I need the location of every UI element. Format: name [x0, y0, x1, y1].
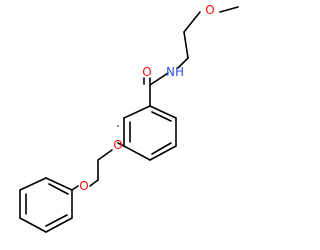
structure-diagram: O O NH O O: [0, 0, 250, 250]
bond-ring1-c: [149, 145, 177, 161]
bond-ring2-d: [19, 217, 47, 233]
bond-ether-ch2: [97, 149, 113, 161]
bond-ring2-b: [19, 177, 47, 191]
atom-label-amide-nh: NH: [166, 65, 184, 79]
bond-ring2-a-inner: [48, 183, 69, 195]
bond-ch2-o-b: [89, 179, 99, 187]
atom-label-aryl-ether-o: O: [113, 138, 122, 152]
bond-ring1-c-inner: [151, 142, 172, 155]
bond-ring1-f: [123, 105, 151, 119]
atom-label-layer: O O NH O O: [79, 3, 214, 193]
bond-ring2-e-inner: [45, 214, 68, 227]
bond-o-phenyl: [71, 185, 79, 191]
atom-label-methoxy-o: O: [205, 3, 214, 17]
bond-ch3-o: [219, 6, 239, 13]
bond-ring1-a: [149, 105, 177, 119]
bond-ch2-n: [177, 57, 189, 69]
bond-ring1-d: [123, 145, 151, 161]
bond-o-ch2: [183, 11, 201, 33]
bond-layer: [19, 6, 239, 233]
bond-ch2-ch2: [183, 31, 189, 59]
bond-ring1-a-inner: [151, 111, 172, 122]
bond-ring2-e: [45, 217, 73, 233]
background: [0, 0, 250, 250]
atom-label-phenoxy-o: O: [79, 179, 88, 193]
bond-ring2-a: [45, 177, 73, 191]
bond-ring-ether-o: [117, 142, 125, 147]
atom-label-carbonyl-o: O: [142, 65, 151, 79]
bond-n-carbonyl: [149, 72, 169, 86]
